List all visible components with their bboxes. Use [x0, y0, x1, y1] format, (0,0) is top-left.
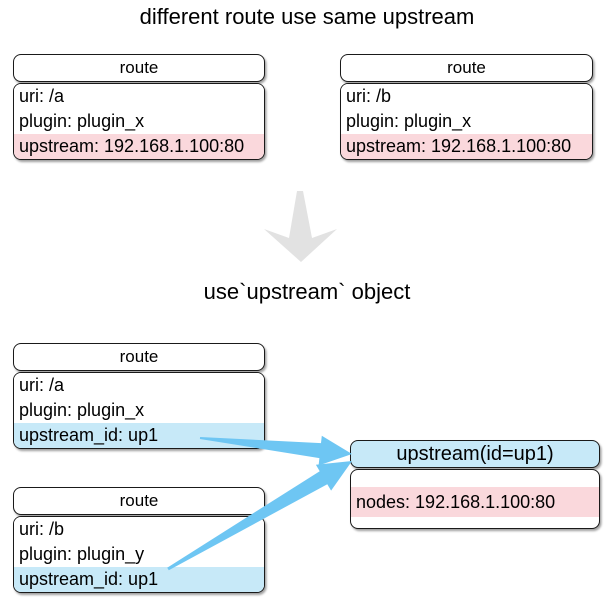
route-row-plugin: plugin: plugin_x — [14, 398, 264, 423]
route-box-header: route — [13, 487, 265, 515]
route-box-header: route — [13, 54, 265, 82]
transform-down-arrow-icon — [264, 191, 337, 262]
upstream-row-nodes: nodes: 192.168.1.100:80 — [351, 487, 599, 517]
diagram-title: different route use same upstream — [139, 4, 475, 29]
route-row-upstream: upstream: 192.168.1.100:80 — [341, 134, 592, 159]
upstream-box-body: nodes: 192.168.1.100:80 — [350, 469, 600, 529]
route-row-plugin: plugin: plugin_y — [14, 542, 264, 567]
route-row-uri: uri: /a — [14, 84, 264, 109]
route-row-uri: uri: /b — [14, 517, 264, 542]
route-row-uri: uri: /b — [341, 84, 592, 109]
route-box-body: uri: /b plugin: plugin_x upstream: 192.1… — [340, 83, 593, 160]
route-row-plugin: plugin: plugin_x — [14, 109, 264, 134]
route-box-a-upstream-id: route uri: /a plugin: plugin_x upstream_… — [13, 343, 265, 449]
transform-label: use`upstream` object — [203, 279, 411, 304]
route-box-b-upstream-id: route uri: /b plugin: plugin_y upstream_… — [13, 487, 265, 593]
route-box-header: route — [13, 343, 265, 371]
route-row-plugin: plugin: plugin_x — [341, 109, 592, 134]
upstream-object-box: upstream(id=up1) nodes: 192.168.1.100:80 — [350, 440, 600, 529]
route-box-body: uri: /a plugin: plugin_x upstream: 192.1… — [13, 83, 265, 160]
route-box-header: route — [340, 54, 593, 82]
route-box-a-inline-upstream: route uri: /a plugin: plugin_x upstream:… — [13, 54, 265, 160]
route-row-upstream-id: upstream_id: up1 — [14, 423, 264, 448]
route-row-uri: uri: /a — [14, 373, 264, 398]
route-box-b-inline-upstream: route uri: /b plugin: plugin_x upstream:… — [340, 54, 593, 160]
route-box-body: uri: /b plugin: plugin_y upstream_id: up… — [13, 516, 265, 593]
upstream-box-header: upstream(id=up1) — [350, 440, 600, 468]
route-row-upstream-id: upstream_id: up1 — [14, 567, 264, 592]
route-box-body: uri: /a plugin: plugin_x upstream_id: up… — [13, 372, 265, 449]
route-row-upstream: upstream: 192.168.1.100:80 — [14, 134, 264, 159]
